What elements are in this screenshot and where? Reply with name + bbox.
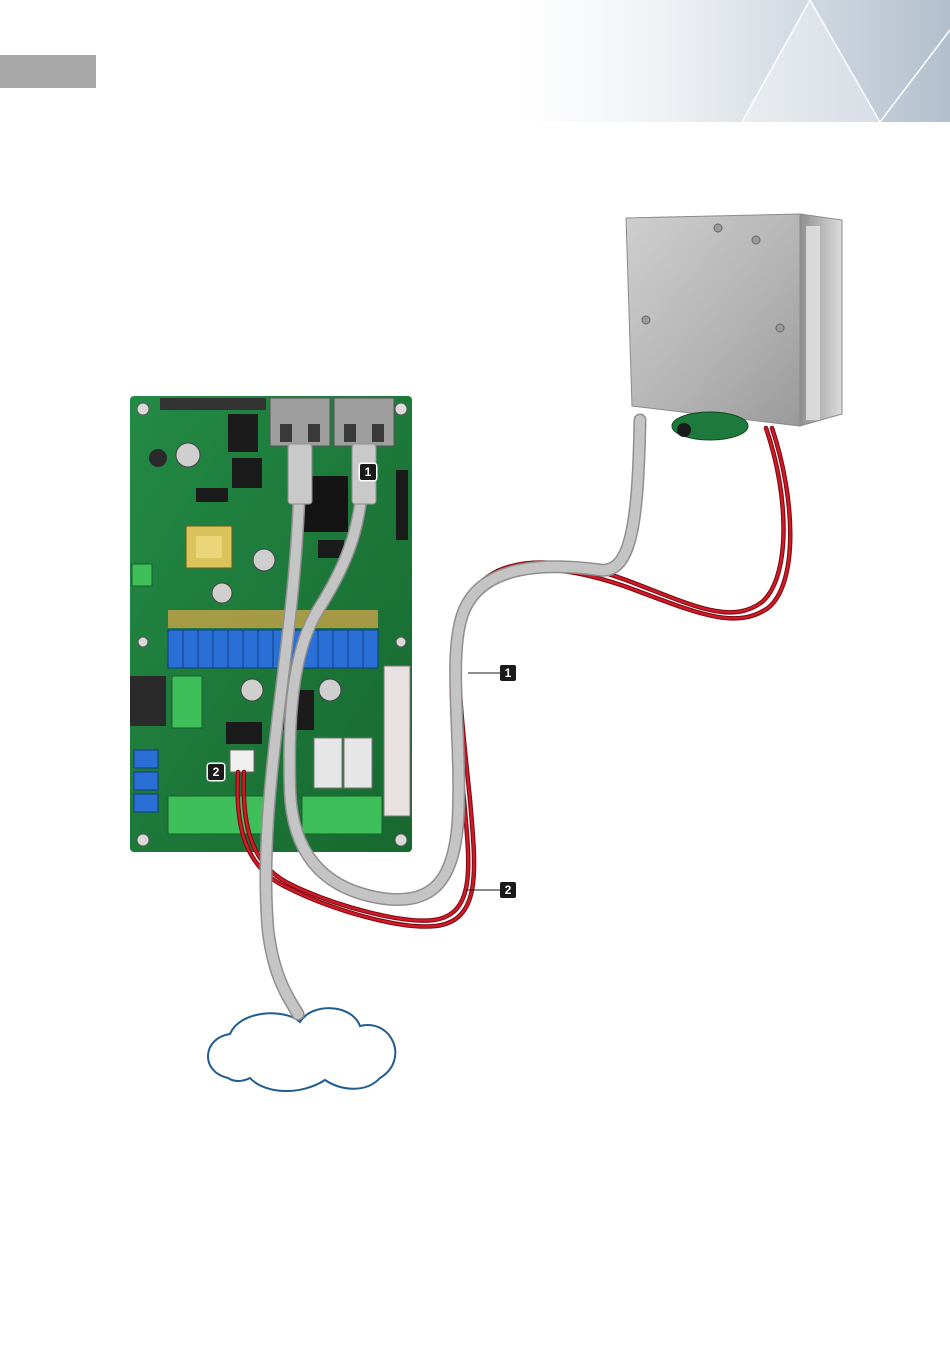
- header-accent-bar: [0, 55, 96, 88]
- terminal-strip-green-right: [302, 796, 382, 834]
- network-cloud: [208, 1008, 395, 1091]
- sensor-enclosure: [626, 214, 842, 440]
- callout-marker-2-line: 2: [500, 882, 516, 898]
- callout-marker-1-line: 1: [500, 665, 516, 681]
- power-connector: [230, 750, 254, 772]
- callout-marker-2-board: 2: [208, 764, 224, 780]
- rj45-jack-left: [270, 398, 330, 446]
- terminal-strip-green-left: [168, 796, 268, 834]
- callout-marker-1-board: 1: [360, 464, 376, 480]
- header-banner: [520, 0, 950, 122]
- rj45-jack-right: [334, 398, 394, 446]
